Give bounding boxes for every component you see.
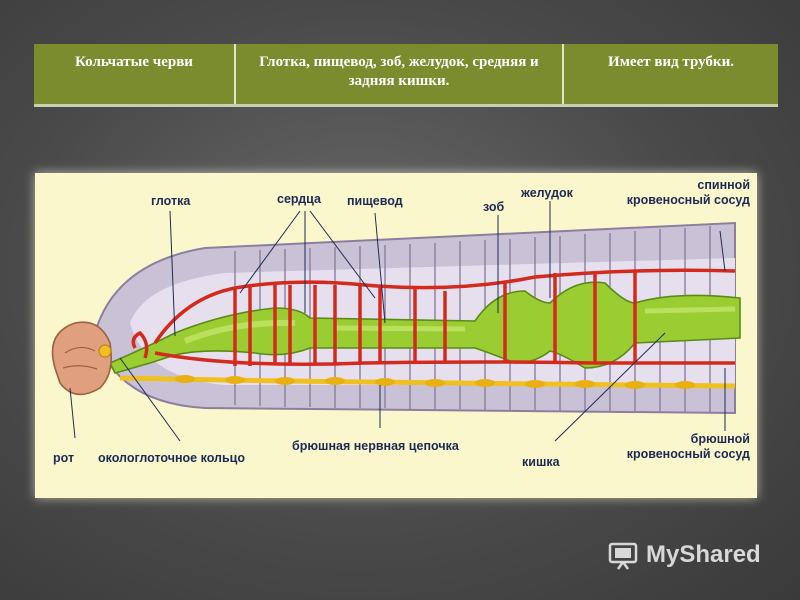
info-table: Кольчатые черви Глотка, пищевод, зоб, же…: [34, 44, 778, 107]
label-dorsal-vessel-line2: кровеносный сосуд: [626, 193, 750, 207]
label-dorsal-vessel-line1: спинной: [697, 178, 750, 192]
table-cell-digestive-parts: Глотка, пищевод, зоб, желудок, средняя и…: [236, 44, 564, 104]
table-cell-group: Кольчатые черви: [34, 44, 236, 104]
earthworm-illustration: [51, 201, 741, 442]
label-ventral-vessel-line1: брюшной: [690, 432, 750, 446]
label-esophagus: пищевод: [347, 194, 403, 208]
label-dorsal-vessel: спинной кровеносный сосуд: [610, 178, 750, 208]
label-pointers: [69, 201, 726, 442]
label-ventral-nerve-cord: брюшная нервная цепочка: [292, 439, 459, 453]
presentation-icon: [608, 542, 638, 570]
logo-text: MyShared: [646, 541, 761, 568]
mouth-region: [51, 321, 113, 396]
label-gizzard: желудок: [521, 186, 573, 200]
label-hearts: сердца: [277, 192, 321, 206]
ventral-nerve-cord: [119, 375, 736, 389]
blood-vessels: [131, 268, 736, 366]
label-circumpharyngeal-ring: окологлоточное кольцо: [98, 451, 245, 465]
label-ventral-vessel-line2: кровеносный сосуд: [626, 447, 750, 461]
table-cell-description: Имеет вид трубки.: [608, 54, 734, 70]
earthworm-diagram: глотка сердца пищевод зоб желудок спинно…: [35, 173, 757, 498]
label-ventral-vessel: брюшной кровеносный сосуд: [610, 432, 750, 462]
myshared-logo: MyShared: [606, 538, 761, 572]
digestive-tract: [108, 281, 741, 374]
label-crop: зоб: [483, 200, 505, 214]
label-pharynx: глотка: [151, 194, 191, 208]
label-intestine: кишка: [522, 455, 560, 469]
label-mouth: рот: [53, 451, 75, 465]
